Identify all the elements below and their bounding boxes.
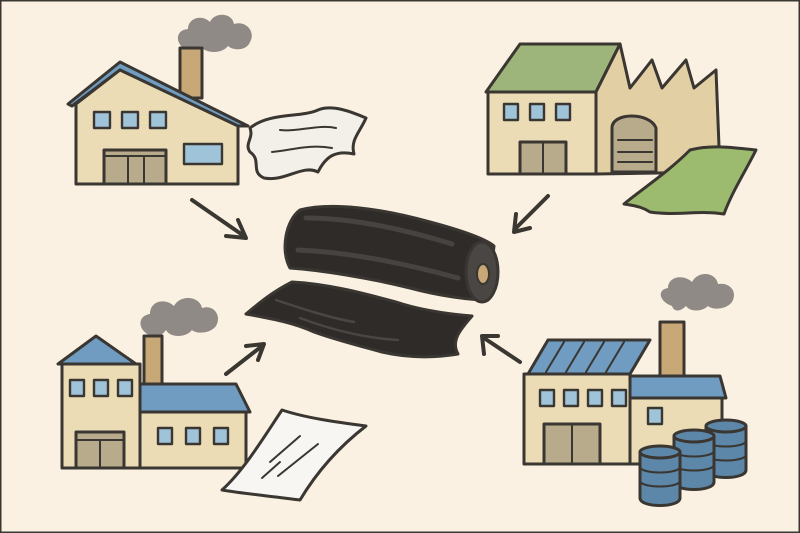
arrows <box>190 194 550 376</box>
smoke-cloud-icon <box>140 297 219 338</box>
chimney <box>178 46 204 100</box>
chimney <box>658 320 686 380</box>
factory-annex-roof <box>138 382 252 414</box>
smoke-cloud-icon <box>660 273 735 311</box>
barrel-icon <box>704 418 748 479</box>
factory-bottom-left <box>56 297 368 502</box>
green-sheet <box>622 145 758 216</box>
barrel-icon <box>638 444 682 507</box>
factory-door <box>102 148 168 186</box>
windows <box>502 102 572 122</box>
arrow-bottom-left-to-roll <box>224 342 266 376</box>
roll-core <box>476 263 490 285</box>
hall-gate <box>610 114 658 174</box>
white-plastic-sheet <box>246 106 368 181</box>
smoke-cloud-icon <box>177 14 252 52</box>
clear-film-sheet <box>220 408 368 502</box>
factory-annex-roof <box>628 374 728 400</box>
chimney <box>142 334 164 386</box>
windows <box>68 378 230 446</box>
factory-top-right <box>484 42 758 216</box>
black-film-roll <box>244 204 500 359</box>
factory-top-left <box>66 14 368 186</box>
roll-body <box>283 204 496 302</box>
blue-barrels <box>638 418 748 507</box>
factory-bottom-right <box>522 273 748 507</box>
windows <box>92 110 224 166</box>
arrow-bottom-right-to-roll <box>480 334 522 364</box>
arrow-top-right-to-roll <box>512 194 550 234</box>
windows <box>538 388 664 426</box>
arrow-top-left-to-roll <box>190 198 248 240</box>
unrolled-film <box>244 280 474 359</box>
